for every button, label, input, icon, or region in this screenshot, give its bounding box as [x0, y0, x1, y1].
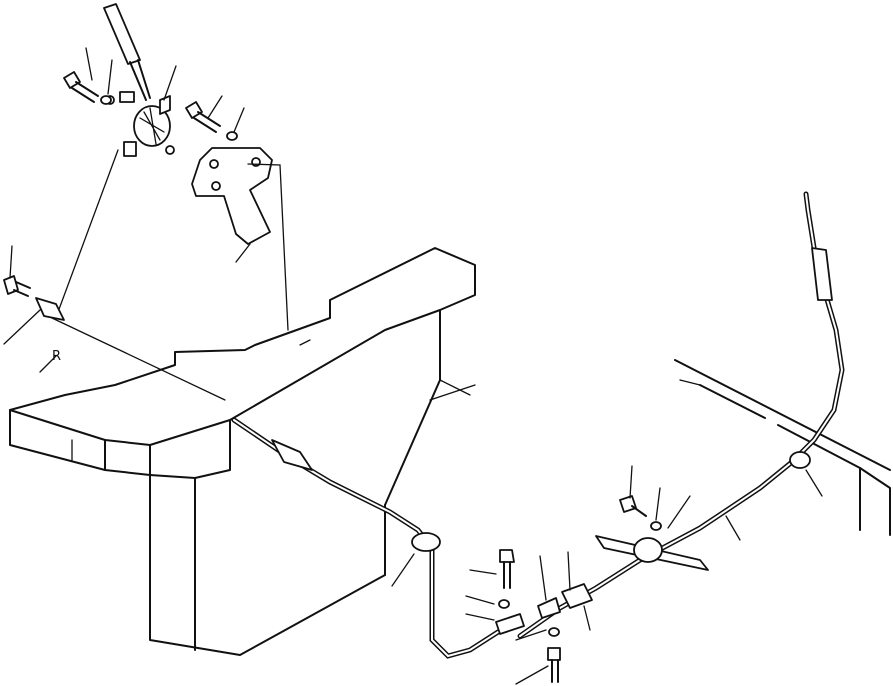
chassis-frame	[9, 247, 476, 656]
washer	[498, 599, 510, 609]
control-cable-rear	[517, 191, 845, 639]
lever-knob	[103, 3, 141, 65]
cable-end-fitting	[811, 247, 833, 301]
washer	[100, 95, 112, 105]
bracket-bolt	[185, 101, 238, 141]
washer	[548, 627, 560, 637]
lever-bracket	[119, 91, 135, 103]
cable-nut	[537, 597, 561, 619]
cable-clamp	[411, 532, 441, 552]
callout-leaders	[3, 47, 823, 685]
control-lever-assembly	[57, 3, 175, 313]
lower-bolt-set	[495, 549, 561, 683]
lever-bolt	[63, 71, 112, 105]
control-cable-front	[231, 417, 501, 659]
washer	[650, 521, 662, 531]
callout-mark: R	[52, 349, 61, 364]
tube-clamp	[633, 537, 663, 563]
clevis-pin	[3, 275, 226, 401]
washer	[226, 131, 238, 141]
clevis	[35, 297, 65, 321]
cable-clamp	[789, 451, 811, 469]
rear-frame-member	[674, 359, 891, 536]
mounting-bracket	[191, 147, 289, 331]
tube-clamp-assembly	[595, 495, 709, 571]
cable-end-fitting	[271, 439, 313, 471]
